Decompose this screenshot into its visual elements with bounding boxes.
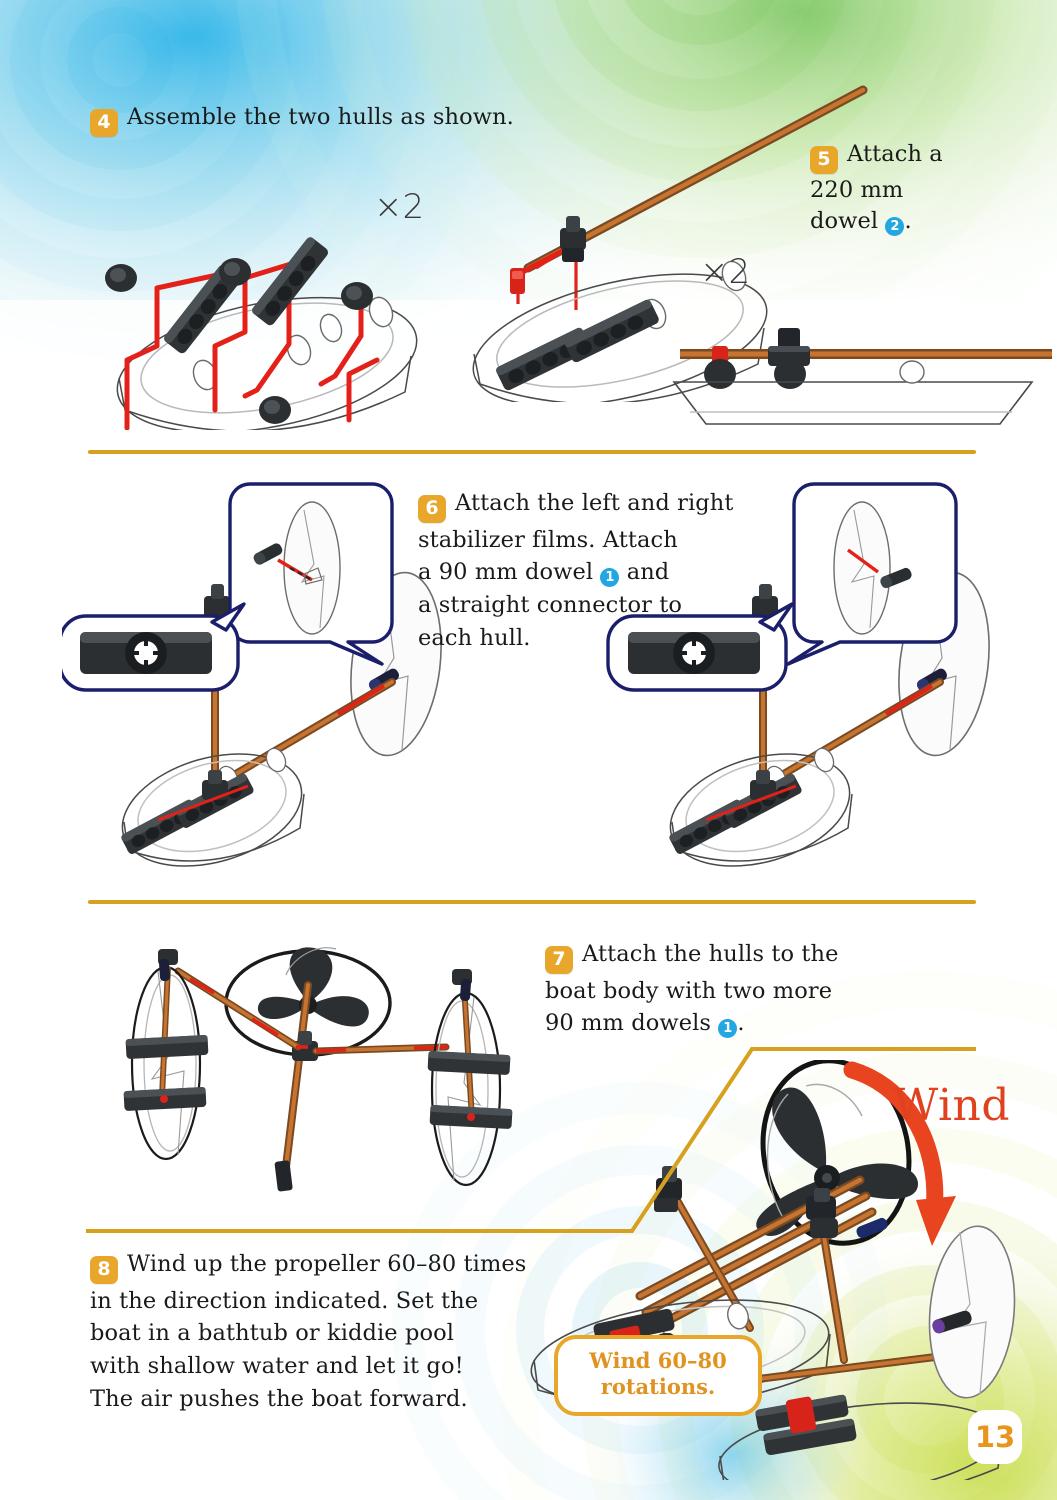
wind-label: Wind [893, 1080, 1011, 1131]
step-5-line-3-pre: dowel [810, 208, 886, 235]
step-6-instruction: 6 Attach the left and right stabilizer fi… [418, 489, 738, 654]
step-6-line-5: each hull. [418, 625, 531, 652]
step-8-line-4: with shallow water and let it go! [90, 1353, 464, 1380]
step-6-illustration-left [58, 468, 462, 888]
step-6-line-4: a straight connector to [418, 592, 683, 619]
part-pill-2: 2 [885, 217, 905, 237]
step-6-illustration-right [600, 468, 1000, 888]
step-5-badge: 5 [810, 145, 838, 174]
step-4-badge: 4 [90, 108, 118, 137]
wind-callout-line-2: rotations. [600, 1374, 716, 1400]
step-7-instruction: 7 Attach the hulls to the boat body with … [545, 940, 875, 1039]
step-6-line-3-post: and [619, 559, 670, 586]
step-7-illustration [70, 925, 540, 1220]
step-5-instruction: 5 Attach a 220 mm dowel 2. [810, 140, 1040, 237]
step-7-line-3: 90 mm dowels 1. [545, 1009, 875, 1039]
step-8-line-3: boat in a bathtub or kiddie pool [90, 1320, 455, 1347]
step-4-illustration [85, 160, 445, 434]
step-7-line-3-pre: 90 mm dowels [545, 1010, 719, 1037]
step-7-line-1: Attach the hulls to the [582, 941, 839, 967]
step-8-illustration-final-assembly [520, 1058, 1057, 1500]
step-8-line-1: Wind up the propeller 60–80 times [127, 1251, 527, 1277]
step-5-illustration-iso [448, 72, 878, 407]
wind-rotations-callout: Wind 60–80 rotations. [554, 1335, 762, 1416]
step-6-line-2: stabilizer films. Attach [418, 526, 678, 553]
part-pill-1-step7: 1 [718, 1019, 738, 1039]
step-8-instruction: 8 Wind up the propeller 60–80 times in th… [90, 1250, 540, 1415]
step-6-line-3: a 90 mm dowel 1 and [418, 558, 738, 588]
section-divider-1 [88, 450, 976, 454]
step-8-line-5: The air pushes the boat forward. [90, 1386, 468, 1413]
step-4-instruction: 4 Assemble the two hulls as shown. [90, 103, 650, 137]
step-7-badge: 7 [545, 945, 573, 974]
step-5-line-2: 220 mm [810, 176, 904, 203]
step-8-line-2: in the direction indicated. Set the [90, 1287, 479, 1314]
step-4-quantity-label: ×2 [374, 187, 425, 227]
section-divider-3-angled [80, 1035, 980, 1240]
page-number: 13 [968, 1410, 1022, 1464]
part-pill-1-step6: 1 [600, 568, 620, 588]
step-6-line-3-pre: a 90 mm dowel [418, 559, 601, 586]
step-7-line-3-post: . [737, 1010, 745, 1037]
step-4-text: Assemble the two hulls as shown. [127, 104, 514, 130]
wind-callout-line-1: Wind 60–80 [589, 1348, 727, 1373]
step-6-badge: 6 [418, 494, 446, 523]
step-5-line-1: Attach a [847, 141, 943, 167]
section-divider-2 [88, 900, 976, 904]
step-6-line-1: Attach the left and right [455, 490, 734, 516]
step-5-line-3: dowel 2. [810, 207, 1040, 237]
step-5-line-3-post: . [904, 208, 912, 235]
step-7-line-2: boat body with two more [545, 977, 833, 1004]
step-5-quantity-label: ×2 [700, 252, 751, 292]
step-5-illustration-side [660, 320, 1057, 430]
step-8-badge: 8 [90, 1255, 118, 1284]
